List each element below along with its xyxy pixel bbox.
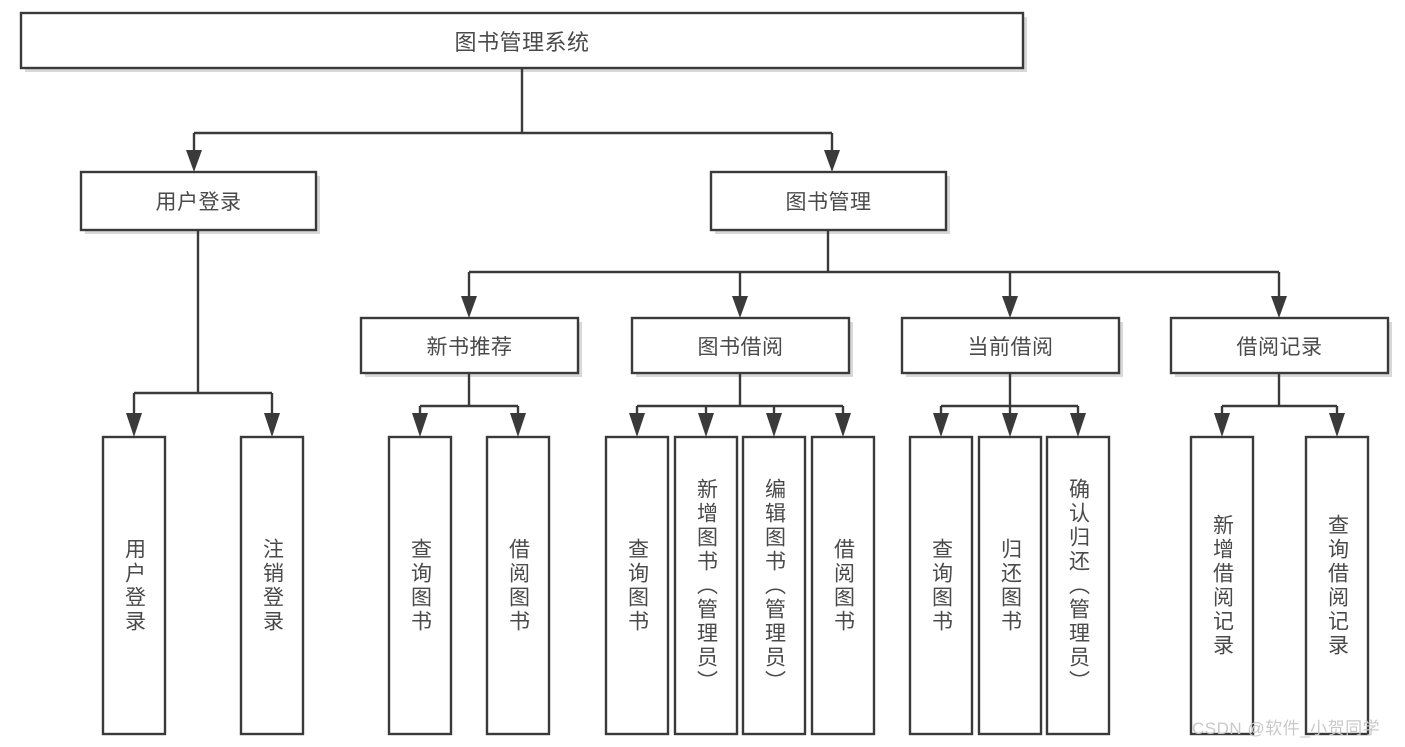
arrow-l3-1 xyxy=(732,296,748,318)
arrow-bb-leaf-1 xyxy=(698,413,714,437)
borrow-record-box[interactable] xyxy=(1169,316,1390,375)
node-borrow-record[interactable] xyxy=(1169,316,1392,377)
leaf-box-br-0[interactable] xyxy=(1189,435,1255,736)
book-management-box[interactable] xyxy=(709,170,948,232)
arrow-cb-leaf-2 xyxy=(1070,413,1086,437)
arrow-root-to-book-mgmt xyxy=(824,150,840,172)
arrow-root-to-user-login xyxy=(186,150,202,172)
user-login-box[interactable] xyxy=(79,170,318,232)
arrow-nbr-leaf-0 xyxy=(412,413,428,437)
node-book-management[interactable] xyxy=(709,170,950,234)
leaf-box-nbr-0[interactable] xyxy=(387,435,453,736)
arrow-nbr-leaf-1 xyxy=(510,413,526,437)
arrow-cb-leaf-0 xyxy=(933,413,949,437)
arrow-cb-leaf-1 xyxy=(1002,413,1018,437)
leaf-box-user-login-0[interactable] xyxy=(101,435,167,736)
node-current-borrow[interactable] xyxy=(900,316,1123,377)
node-root[interactable] xyxy=(19,11,1027,72)
arrow-l3-2 xyxy=(1002,296,1018,318)
leaf-box-cb-0[interactable] xyxy=(908,435,974,736)
book-borrow-box[interactable] xyxy=(630,316,851,375)
new-book-recommend-box[interactable] xyxy=(359,316,580,375)
leaf-box-bb-2[interactable] xyxy=(741,435,807,736)
arrow-bb-leaf-3 xyxy=(835,413,851,437)
leaf-box-bb-3[interactable] xyxy=(810,435,876,736)
leaf-box-user-login-1[interactable] xyxy=(239,435,305,736)
arrow-bb-leaf-0 xyxy=(629,413,645,437)
node-new-book-recommend[interactable] xyxy=(359,316,582,377)
arrow-l3-0 xyxy=(461,296,477,318)
node-book-borrow[interactable] xyxy=(630,316,853,377)
arrow-br-leaf-1 xyxy=(1329,413,1345,437)
current-borrow-box[interactable] xyxy=(900,316,1121,375)
arrow-user-login-leaf-1 xyxy=(264,413,280,437)
arrow-br-leaf-0 xyxy=(1214,413,1230,437)
root-box[interactable] xyxy=(19,11,1025,70)
leaf-box-bb-1[interactable] xyxy=(673,435,739,736)
leaf-box-nbr-1[interactable] xyxy=(485,435,551,736)
node-user-login[interactable] xyxy=(79,170,320,234)
arrow-bb-leaf-2 xyxy=(766,413,782,437)
arrow-user-login-leaf-0 xyxy=(126,413,142,437)
leaf-box-br-1[interactable] xyxy=(1304,435,1370,736)
arrow-l3-3 xyxy=(1271,296,1287,318)
leaf-box-cb-2[interactable] xyxy=(1045,435,1111,736)
leaf-box-cb-1[interactable] xyxy=(977,435,1043,736)
leaf-box-bb-0[interactable] xyxy=(604,435,670,736)
